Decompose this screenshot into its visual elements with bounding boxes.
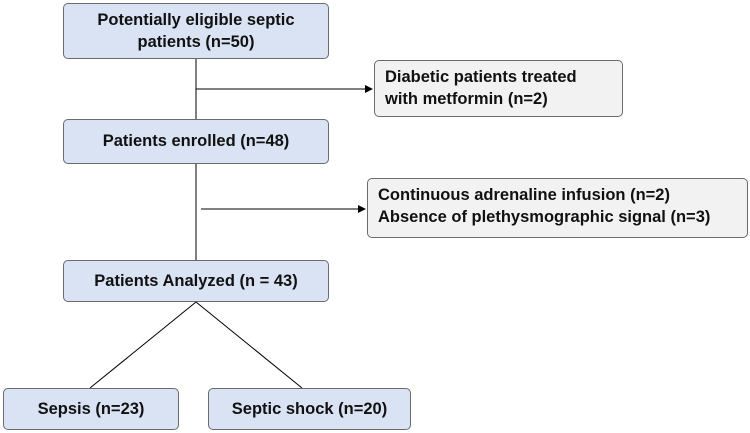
- exclusion-line-2: Absence of plethysmographic signal (n=3): [378, 208, 711, 227]
- septic-shock-box: Septic shock (n=20): [208, 388, 411, 430]
- eligible-patients-box: Potentially eligible septic patients (n=…: [63, 3, 329, 59]
- analyzed-label: Patients Analyzed (n = 43): [94, 271, 298, 290]
- eligible-line-1: Potentially eligible septic: [97, 10, 295, 29]
- other-exclusion-box: Continuous adrenaline infusion (n=2) Abs…: [367, 178, 748, 238]
- connector-analyzed-septic-shock: [195, 301, 303, 389]
- analyzed-patients-box: Patients Analyzed (n = 43): [63, 260, 329, 302]
- septic-shock-label: Septic shock (n=20): [231, 399, 388, 418]
- sepsis-box: Sepsis (n=23): [3, 388, 179, 430]
- sepsis-label: Sepsis (n=23): [37, 399, 145, 418]
- metformin-exclusion-box: Diabetic patients treated with metformin…: [374, 60, 623, 117]
- metformin-line-1: Diabetic patients treated: [385, 68, 577, 86]
- exclusion-line-1: Continuous adrenaline infusion (n=2): [378, 186, 670, 204]
- enrolled-label: Patients enrolled (n=48): [102, 132, 290, 151]
- eligible-line-2: patients (n=50): [137, 33, 255, 51]
- metformin-line-2: with metformin (n=2): [385, 90, 548, 109]
- connector-analyzed-sepsis: [89, 301, 197, 389]
- enrolled-patients-box: Patients enrolled (n=48): [63, 119, 329, 164]
